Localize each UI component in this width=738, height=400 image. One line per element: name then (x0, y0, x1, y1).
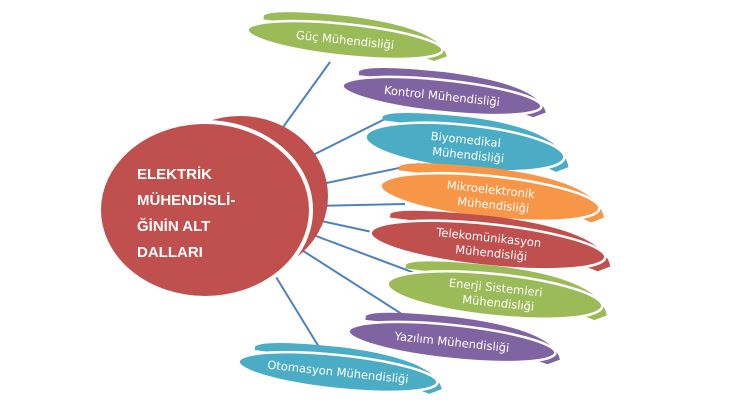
branch-node-shape (237, 350, 439, 394)
connector-line (272, 271, 323, 353)
branch-node-shape (386, 270, 604, 320)
connector-line (311, 203, 406, 207)
central-node-title-line: ĞİNİN ALT (137, 217, 210, 235)
branch-node-shape (246, 19, 444, 61)
connector-line (307, 232, 421, 276)
branch-node: Güç Mühendisliği (246, 12, 447, 62)
central-node: ELEKTRİK MÜHENDİSLİ- ĞİNİN ALT DALLARI (97, 116, 328, 300)
branch-node: Yazılım Mühendisliği (347, 312, 560, 365)
branch-node: Kontrol Mühendisliği (341, 67, 546, 118)
branch-node-shape (341, 75, 543, 117)
branch-node-shape (347, 320, 557, 364)
branch-node: Otomasyon Mühendisliği (237, 342, 442, 394)
central-node-title-line: DALLARI (137, 244, 203, 261)
connector-line (296, 246, 409, 319)
central-node-title-line: ELEKTRİK (137, 166, 212, 183)
central-node-title-line: MÜHENDİSLİ- (137, 192, 235, 209)
central-node-shape (97, 120, 313, 300)
